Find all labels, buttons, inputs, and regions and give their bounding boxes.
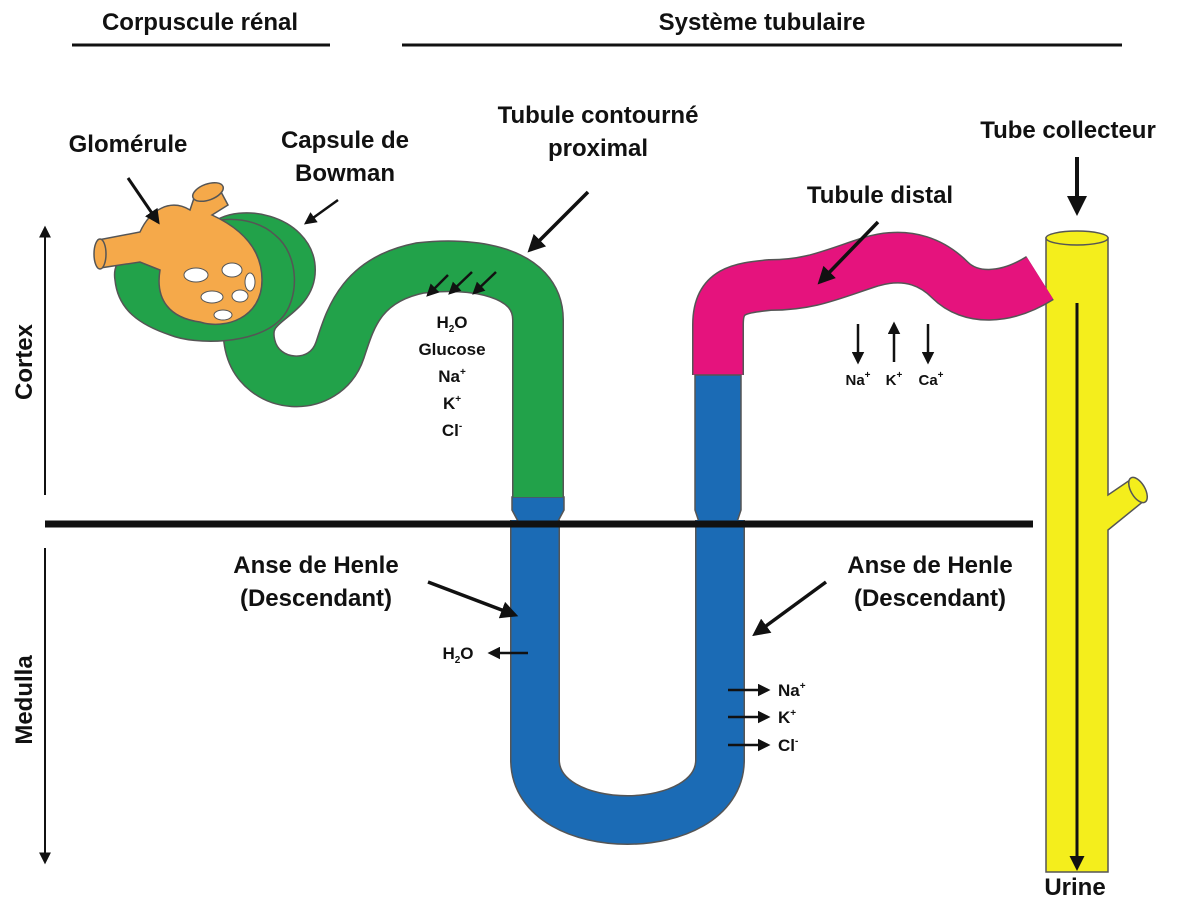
henle-left-label-line2: (Descendant): [240, 585, 392, 612]
proximal-na: Na+: [438, 367, 466, 386]
bowman-label-line1: Capsule de: [281, 127, 409, 154]
medulla-label: Medulla: [11, 655, 38, 745]
bowman-label-line2: Bowman: [295, 160, 395, 187]
proximal-label-line1: Tubule contourné: [498, 102, 699, 129]
descending-h2o: H2O: [442, 644, 473, 666]
urine-label: Urine: [1044, 874, 1105, 901]
collecting-label: Tube collecteur: [980, 117, 1156, 144]
glomerulus: [94, 179, 262, 324]
henle-left-label-line1: Anse de Henle: [233, 552, 398, 579]
distal-label: Tubule distal: [807, 182, 953, 209]
distal-k: K+: [886, 370, 903, 389]
glomerulus-arrow: [128, 178, 158, 222]
ascending-cl: Cl-: [778, 736, 798, 755]
collecting-duct: [1046, 231, 1151, 872]
glomerulus-label: Glomérule: [69, 131, 188, 158]
proximal-k: K+: [443, 394, 461, 413]
renal-corpuscle-header: Corpuscule rénal: [102, 9, 298, 36]
proximal-arrow: [530, 192, 588, 250]
proximal-h2o: H2O: [436, 313, 467, 335]
ascending-na: Na+: [778, 681, 806, 700]
tubular-system-header: Système tubulaire: [659, 9, 866, 36]
henle-left-arrow: [428, 582, 515, 615]
ascending-k: K+: [778, 708, 796, 727]
distal-na: Na+: [845, 370, 870, 389]
proximal-cl: Cl-: [442, 421, 462, 440]
distal-ca: Ca+: [918, 370, 943, 389]
cortex-label: Cortex: [11, 323, 38, 400]
proximal-glucose: Glucose: [418, 340, 485, 359]
henle-right-arrow: [755, 582, 826, 634]
ascending-limb-thick: [695, 375, 741, 525]
bowman-arrow: [306, 200, 338, 223]
henle-right-label-line1: Anse de Henle: [847, 552, 1012, 579]
henle-right-label-line2: (Descendant): [854, 585, 1006, 612]
proximal-label-line2: proximal: [548, 135, 648, 162]
